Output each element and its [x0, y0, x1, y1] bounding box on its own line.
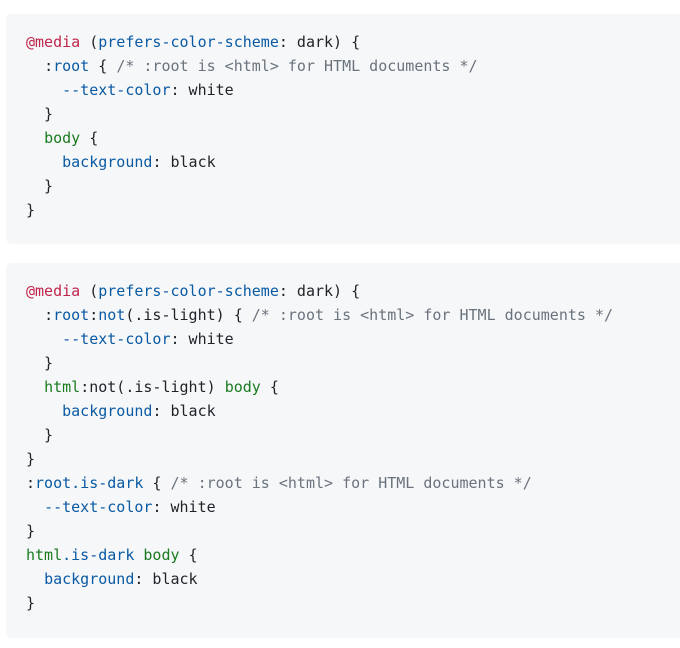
- code-property-token: background: [44, 570, 135, 588]
- code-text-token: {: [143, 474, 171, 492]
- code-selector-token: body: [44, 129, 81, 147]
- code-text-token: : white: [170, 81, 234, 99]
- code-line: }: [26, 351, 680, 375]
- code-text-token: : black: [152, 153, 216, 171]
- code-selector-token: body: [143, 546, 180, 564]
- code-text-token: : dark) {: [278, 282, 361, 300]
- code-text-token: [26, 378, 44, 396]
- code-line: :root:not(.is-light) { /* :root is <html…: [26, 303, 680, 327]
- code-text-token: : dark) {: [278, 33, 361, 51]
- code-text-token: (: [80, 282, 99, 300]
- code-property-token: --text-color: [62, 330, 171, 348]
- code-text-token: }: [26, 201, 36, 219]
- code-line: --text-color: white: [26, 327, 680, 351]
- code-text-token: {: [260, 378, 279, 396]
- code-text-token: {: [80, 129, 99, 147]
- code-text-token: [26, 570, 44, 588]
- code-line: --text-color: white: [26, 78, 680, 102]
- code-text-token: (.is-light) {: [125, 306, 252, 324]
- code-line: background: black: [26, 150, 680, 174]
- code-line: }: [26, 102, 680, 126]
- code-line: }: [26, 519, 680, 543]
- code-text-token: [26, 81, 62, 99]
- code-text-token: }: [26, 426, 54, 444]
- code-text-token: [26, 129, 44, 147]
- code-text-token: : black: [134, 570, 198, 588]
- code-block-1: @media (prefers-color-scheme: dark) { :r…: [6, 14, 680, 244]
- code-line: :root { /* :root is <html> for HTML docu…: [26, 54, 680, 78]
- code-property-token: root: [53, 57, 90, 75]
- code-text-token: : white: [152, 498, 216, 516]
- code-text-token: }: [26, 594, 36, 612]
- code-line: --text-color: white: [26, 495, 680, 519]
- code-text-token: :: [44, 306, 54, 324]
- code-selector-token: html: [44, 378, 81, 396]
- code-text-token: }: [26, 450, 36, 468]
- code-text-token: [26, 57, 44, 75]
- code-text-token: :: [26, 474, 36, 492]
- code-line: :root.is-dark { /* :root is <html> for H…: [26, 471, 680, 495]
- code-text-token: {: [179, 546, 198, 564]
- code-text-token: [26, 330, 62, 348]
- code-property-token: not: [98, 306, 126, 324]
- code-text-token: }: [26, 354, 54, 372]
- code-line: }: [26, 423, 680, 447]
- code-line: @media (prefers-color-scheme: dark) {: [26, 30, 680, 54]
- code-line: html.is-dark body {: [26, 543, 680, 567]
- code-comment-token: /* :root is <html> for HTML documents */: [251, 306, 614, 324]
- code-property-token: prefers-color-scheme: [98, 33, 279, 51]
- code-text-token: [26, 306, 44, 324]
- code-text-token: :not(.is-light): [80, 378, 225, 396]
- code-line: background: black: [26, 567, 680, 591]
- code-at-rule-token: @media: [26, 282, 81, 300]
- code-line: }: [26, 591, 680, 615]
- code-comment-token: /* :root is <html> for HTML documents */: [170, 474, 532, 492]
- code-text-token: [26, 498, 44, 516]
- code-line: }: [26, 174, 680, 198]
- code-text-token: [26, 153, 62, 171]
- code-text-token: [26, 402, 62, 420]
- code-property-token: background: [62, 153, 153, 171]
- code-property-token: --text-color: [44, 498, 153, 516]
- code-text-token: {: [89, 57, 117, 75]
- code-at-rule-token: @media: [26, 33, 81, 51]
- code-line: background: black: [26, 399, 680, 423]
- code-text-token: : white: [170, 330, 234, 348]
- code-property-token: prefers-color-scheme: [98, 282, 279, 300]
- code-text-token: (: [80, 33, 99, 51]
- code-line: @media (prefers-color-scheme: dark) {: [26, 279, 680, 303]
- code-property-token: background: [62, 402, 153, 420]
- code-text-token: :: [89, 306, 99, 324]
- code-comment-token: /* :root is <html> for HTML documents */: [116, 57, 478, 75]
- code-selector-token: html: [26, 546, 63, 564]
- code-text-token: : black: [152, 402, 216, 420]
- code-line: html:not(.is-light) body {: [26, 375, 680, 399]
- code-text-token: :: [44, 57, 54, 75]
- code-line: }: [26, 447, 680, 471]
- code-property-token: root: [53, 306, 90, 324]
- code-property-token: .is-dark: [62, 546, 135, 564]
- code-selector-token: body: [224, 378, 261, 396]
- code-text-token: }: [26, 105, 54, 123]
- code-property-token: .is-dark: [71, 474, 144, 492]
- code-line: }: [26, 198, 680, 222]
- code-line: body {: [26, 126, 680, 150]
- code-property-token: --text-color: [62, 81, 171, 99]
- code-text-token: }: [26, 522, 36, 540]
- code-property-token: root: [35, 474, 72, 492]
- code-block-2: @media (prefers-color-scheme: dark) { :r…: [6, 263, 680, 638]
- code-text-token: }: [26, 177, 54, 195]
